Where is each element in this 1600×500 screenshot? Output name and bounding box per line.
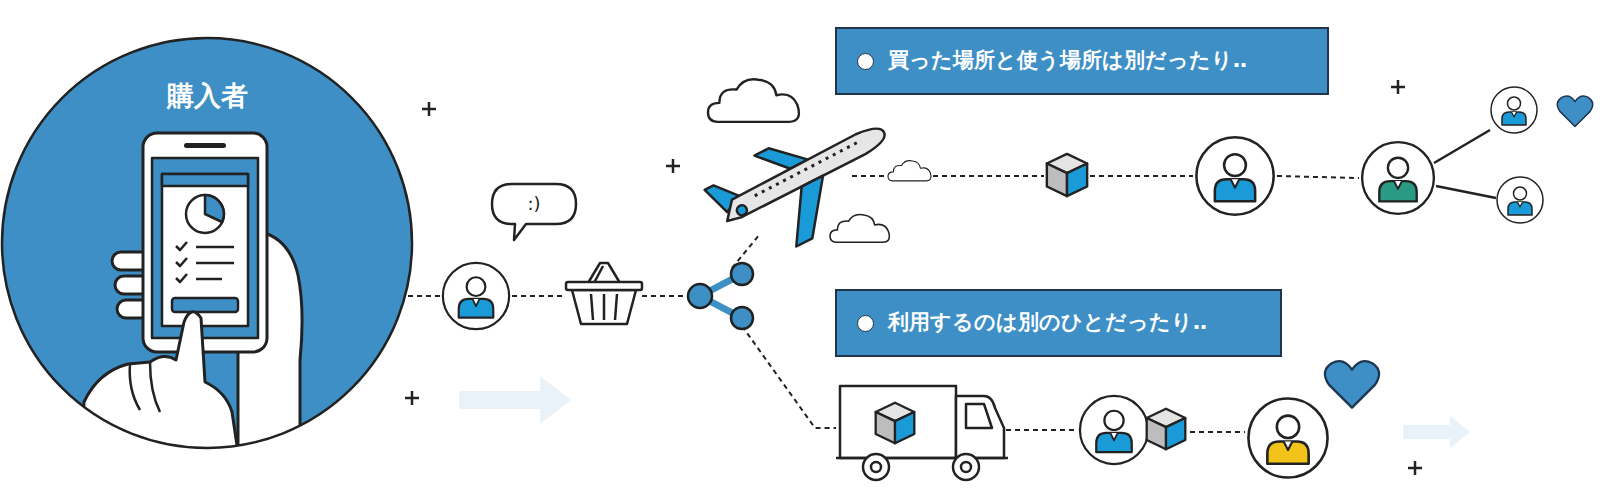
node-text: :)	[527, 193, 540, 215]
person-icon	[1248, 398, 1327, 477]
cloud	[888, 161, 931, 181]
airplane	[701, 98, 912, 272]
person-icon	[1080, 396, 1148, 464]
bullet-dot	[857, 53, 874, 70]
person-icon	[1362, 142, 1434, 214]
person-icon	[1196, 137, 1273, 214]
branch-lines	[1434, 130, 1496, 198]
heart-icon	[1325, 361, 1379, 408]
note-banner: 買った場所と使う場所は別だったり‥	[835, 27, 1329, 95]
parcel-cube	[876, 403, 915, 443]
parcel-cube	[1147, 409, 1186, 449]
person-icon	[1491, 87, 1537, 133]
faded-arrow	[1403, 416, 1470, 448]
heart-icon	[1557, 96, 1592, 126]
speech-bubble: :)	[490, 182, 578, 226]
cloud	[830, 214, 889, 242]
person-icon	[1497, 177, 1543, 223]
share-icon	[688, 263, 753, 329]
person-icon	[443, 263, 509, 329]
phone-in-hands	[82, 133, 302, 450]
delivery-truck	[836, 386, 1008, 480]
node-text: 買った場所と使う場所は別だったり‥	[888, 48, 1247, 73]
node-text: 利用するのは別のひとだったり‥	[888, 310, 1207, 335]
cloud	[708, 79, 799, 122]
bullet-dot	[857, 315, 874, 332]
faded-arrow	[459, 376, 571, 424]
buyer-circle-node: 購入者	[0, 36, 414, 450]
parcel-cube	[1047, 154, 1087, 196]
node-text: 購入者	[0, 36, 414, 112]
basket-icon	[566, 263, 642, 324]
note-banner: 利用するのは別のひとだったり‥	[835, 289, 1282, 357]
